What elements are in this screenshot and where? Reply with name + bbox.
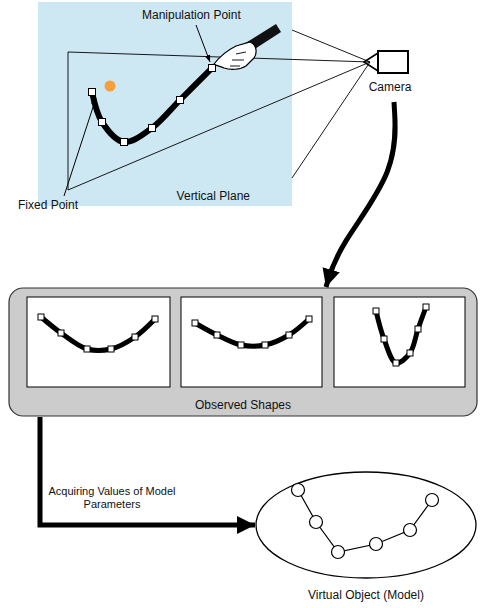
shape-frame — [27, 297, 170, 387]
view-frame — [68, 52, 69, 190]
feature-point — [108, 346, 114, 352]
feature-point — [209, 65, 216, 72]
feature-point — [262, 342, 268, 348]
feature-point — [214, 332, 220, 338]
node-label: Observed Shapes — [195, 398, 291, 412]
feature-point — [84, 346, 90, 352]
model-link — [298, 490, 432, 552]
model-node — [292, 484, 305, 497]
view-line — [68, 62, 370, 190]
node-label: Vertical Plane — [177, 189, 250, 203]
leader-line — [196, 25, 210, 62]
edge-label: Acquiring Values of Model Parameters — [48, 485, 176, 511]
feature-point — [286, 332, 292, 338]
camera-body — [378, 51, 408, 73]
view-line — [292, 30, 370, 62]
feature-point — [415, 326, 421, 332]
virtual-object-ellipse: Virtual Object (Model) — [255, 470, 477, 602]
feature-point — [152, 316, 158, 322]
model-node — [332, 546, 345, 559]
callout-label: Fixed Point — [18, 198, 78, 212]
hand-fingers — [230, 52, 246, 66]
feature-point — [58, 330, 64, 336]
feature-point — [407, 350, 413, 356]
feature-point — [381, 336, 387, 342]
observed-shape — [181, 297, 322, 387]
feature-point — [393, 360, 399, 366]
model-node — [426, 494, 439, 507]
rope-object — [92, 68, 212, 142]
feature-point — [38, 314, 44, 320]
camera: Camera — [352, 46, 428, 104]
flow-arrow — [326, 102, 395, 287]
feature-point — [149, 125, 156, 132]
feature-point — [238, 342, 244, 348]
observed-shape — [27, 297, 170, 387]
shape-curve — [41, 317, 155, 351]
feature-point — [177, 97, 184, 104]
model-node — [404, 524, 417, 537]
model-node — [310, 516, 323, 529]
ellipse-shape — [256, 472, 476, 578]
flow-arrow — [40, 417, 255, 525]
feature-point — [373, 308, 379, 314]
feature-point — [423, 304, 429, 310]
vertical-plane: Vertical Plane — [38, 2, 292, 206]
shape-curve — [376, 307, 426, 363]
view-line — [292, 62, 370, 178]
feature-point — [192, 320, 198, 326]
feature-point — [306, 316, 312, 322]
feature-point — [99, 119, 106, 126]
hand — [214, 42, 256, 69]
model-node — [370, 538, 383, 551]
shape-curve — [195, 319, 309, 346]
callout-label: Manipulation Point — [142, 8, 241, 22]
leader-line — [64, 98, 96, 196]
fixed-point-dot — [105, 81, 116, 92]
panel-rect — [9, 288, 477, 416]
feature-point — [89, 89, 96, 96]
observed-shape — [334, 297, 465, 387]
shape-frame — [181, 297, 322, 387]
shape-frame — [334, 297, 465, 387]
node-label: Virtual Object (Model) — [308, 588, 424, 602]
ellipse-outline — [255, 470, 477, 580]
feature-point — [121, 139, 128, 146]
node-label: Camera — [369, 80, 412, 94]
feature-point — [132, 334, 138, 340]
